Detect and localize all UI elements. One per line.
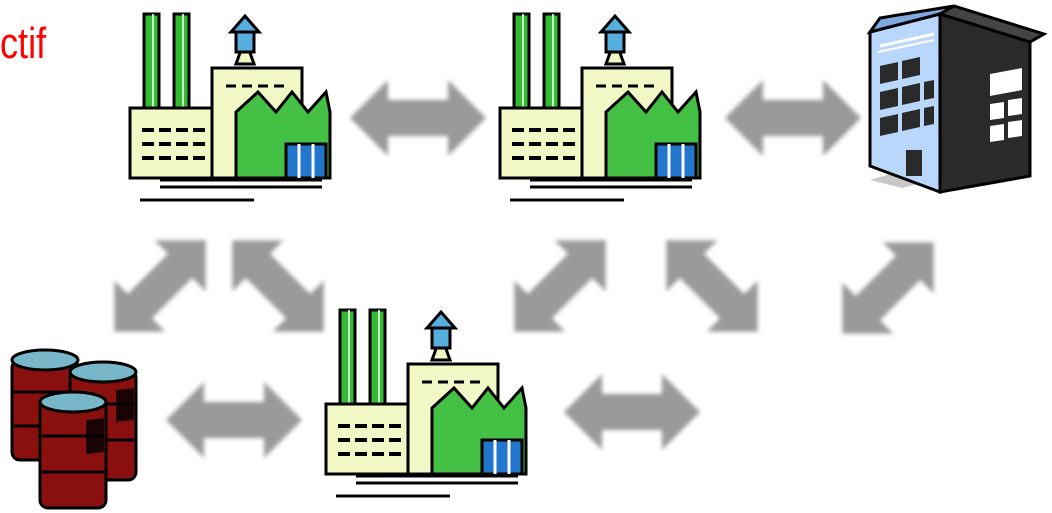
oil-barrels-icon (10, 348, 138, 510)
factory-icon (324, 308, 528, 498)
diagonal-arrow-icon (206, 214, 350, 358)
double-arrow-icon (725, 80, 861, 156)
diagonal-arrow-icon (88, 214, 232, 358)
office-building-icon (866, 4, 1048, 195)
double-arrow-icon (166, 382, 302, 458)
factory-icon (128, 12, 332, 202)
title-text: ctif (0, 19, 47, 68)
double-arrow-icon (564, 374, 700, 450)
double-arrow-icon (350, 80, 486, 156)
barrel-icon (38, 390, 108, 510)
diagonal-arrow-icon (816, 216, 960, 360)
diagonal-arrow-icon (640, 214, 784, 358)
diagonal-arrow-icon (488, 214, 632, 358)
factory-icon (498, 12, 702, 202)
